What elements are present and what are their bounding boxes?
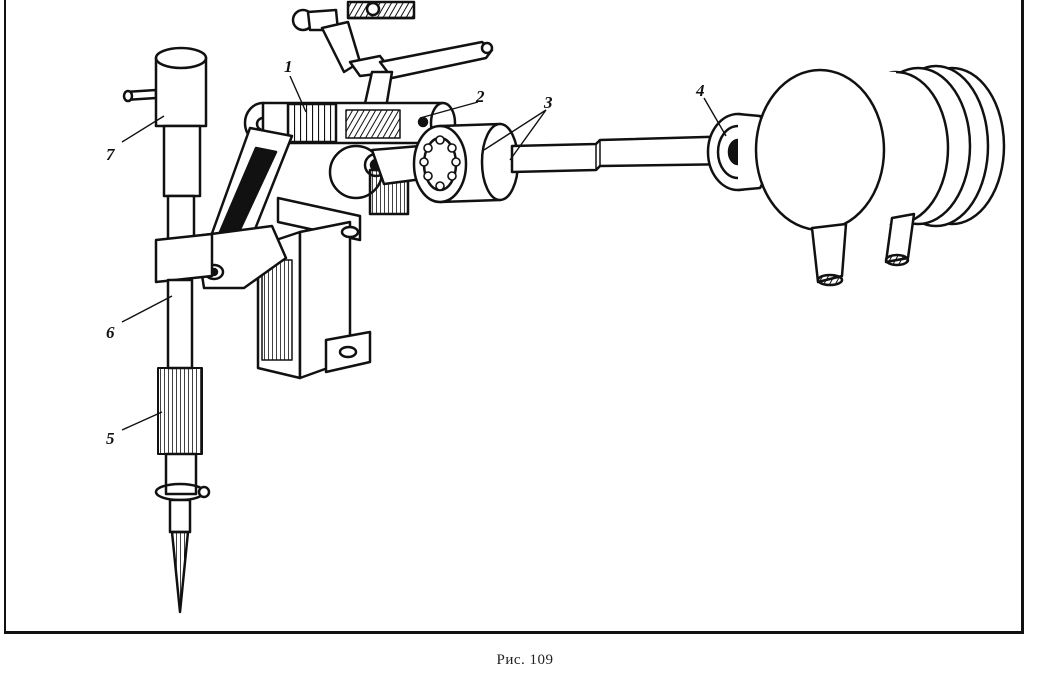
label-1: 1 [284, 57, 293, 76]
label-3: 3 [543, 93, 553, 112]
figure-frame [4, 0, 1024, 634]
stepped-pulley [754, 64, 1006, 287]
label-7: 7 [106, 145, 116, 164]
slotted-link [194, 126, 294, 290]
label-5: 5 [106, 429, 115, 448]
needle-bar [122, 46, 214, 614]
guide-bracket [256, 196, 372, 380]
leader-lines [121, 75, 727, 431]
label-4: 4 [695, 81, 705, 100]
figure-caption: Рис. 109 [496, 652, 554, 668]
label-2: 2 [475, 87, 485, 106]
label-6: 6 [106, 323, 115, 342]
drive-shaft [510, 134, 742, 174]
upper-rod-assembly [243, 101, 457, 145]
top-lever [291, 0, 494, 110]
bearing-housing [412, 122, 520, 204]
